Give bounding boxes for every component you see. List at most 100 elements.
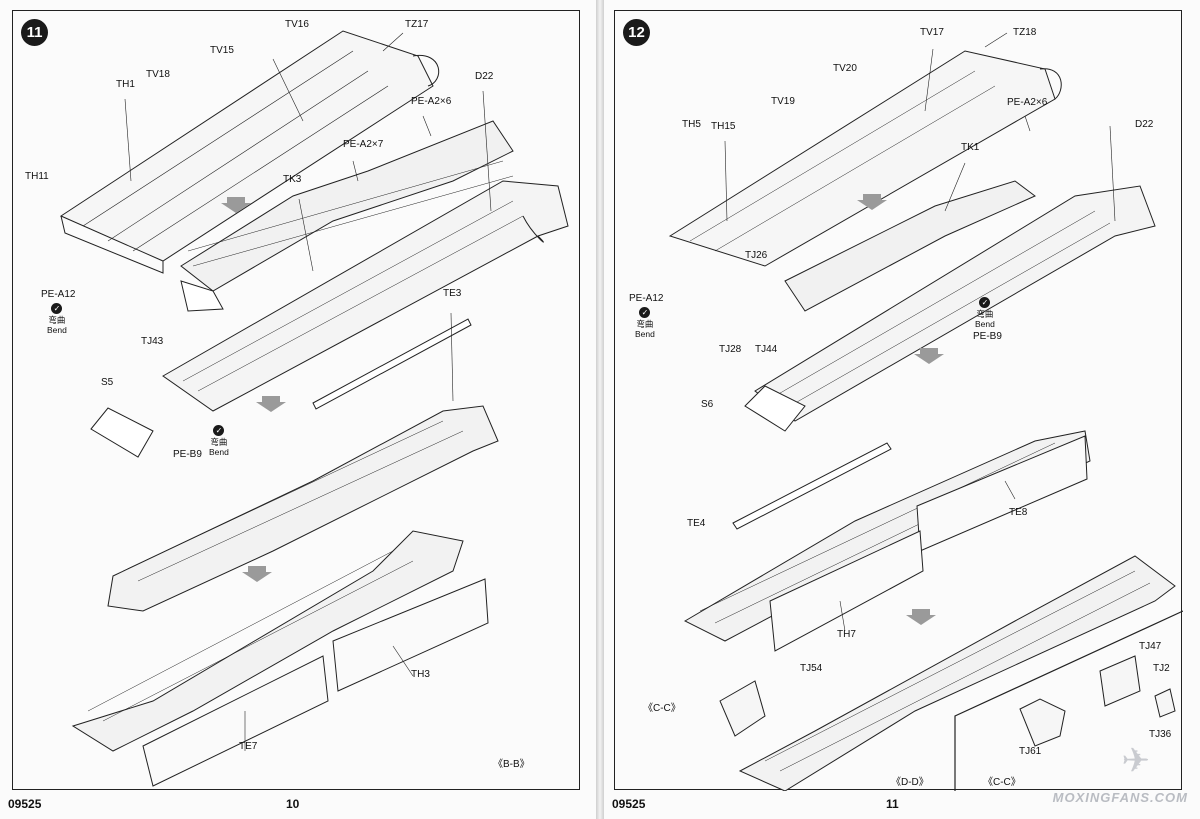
view-label-cc-left: 《C-C》 — [643, 703, 681, 714]
right-step-frame: 12 — [614, 10, 1183, 791]
label-th3: TH3 — [411, 669, 430, 680]
right-product-code: 09525 — [612, 797, 646, 811]
label-te8: TE8 — [1009, 507, 1028, 518]
label-tv19: TV19 — [771, 96, 795, 107]
book-spine — [596, 0, 604, 819]
label-pe-b9: PE-B9 — [173, 449, 202, 460]
bend-icon: ✓ — [639, 307, 651, 318]
right-assembly-drawing — [668, 32, 1183, 791]
bend-text-en: Bend — [47, 325, 67, 335]
view-label-bb: 《B-B》 — [493, 759, 530, 770]
bend-note-1: ✓ 弯曲 Bend — [47, 303, 67, 335]
label-pe-a2x7: PE-A2×7 — [343, 139, 384, 150]
label-tj43: TJ43 — [141, 336, 164, 347]
label-tv18: TV18 — [146, 69, 170, 80]
left-page-number: 10 — [286, 797, 300, 811]
label-tk3: TK3 — [283, 174, 302, 185]
hull-mid-tk1 — [784, 180, 1036, 312]
hull-top-th1 — [59, 30, 440, 274]
label-pe-a12: PE-A12 — [41, 289, 76, 300]
label-d22: D22 — [1135, 119, 1154, 130]
hull-stage-4 — [71, 530, 464, 752]
label-tv20: TV20 — [833, 63, 857, 74]
step-11-badge: 11 — [21, 19, 48, 46]
inset-divider — [954, 610, 1183, 791]
down-arrow-2 — [256, 396, 286, 412]
hull-lower-assembly — [754, 185, 1156, 422]
label-pe-b9: PE-B9 — [973, 331, 1002, 342]
right-page-number: 11 — [886, 797, 899, 811]
part-tj2 — [1154, 688, 1176, 718]
part-tj47 — [1099, 655, 1141, 707]
bend-text-cn: 弯曲 — [636, 319, 654, 329]
bend-text-en: Bend — [975, 319, 995, 329]
down-arrow-2 — [914, 348, 944, 364]
left-page: 11 — [0, 0, 596, 819]
down-arrow-1 — [221, 197, 251, 213]
bend-note-1: ✓ 弯曲 Bend — [635, 307, 655, 339]
label-tj36: TJ36 — [1149, 729, 1172, 740]
hull-mid-tk3 — [180, 120, 514, 312]
bend-text-cn: 弯曲 — [48, 315, 66, 325]
label-th11: TH11 — [25, 171, 49, 182]
label-tz18: TZ18 — [1013, 27, 1037, 38]
label-th5: TH5 — [682, 119, 701, 130]
down-arrow-3 — [906, 609, 936, 625]
label-tj47: TJ47 — [1139, 641, 1162, 652]
label-tz17: TZ17 — [405, 19, 429, 30]
down-arrow-1 — [857, 194, 887, 210]
bend-icon: ✓ — [51, 303, 63, 314]
label-pe-a2x6: PE-A2×6 — [411, 96, 452, 107]
part-te4-rail — [732, 442, 892, 530]
bend-text-cn: 弯曲 — [976, 309, 994, 319]
label-d22: D22 — [475, 71, 494, 82]
part-th7-panel — [769, 530, 924, 652]
label-tj54: TJ54 — [800, 663, 823, 674]
label-th7: TH7 — [837, 629, 856, 640]
label-tv17: TV17 — [920, 27, 944, 38]
label-tj61: TJ61 — [1019, 746, 1042, 757]
left-product-code: 09525 — [8, 797, 42, 811]
hull-stage-3 — [107, 405, 499, 612]
view-label-cc-inset: 《C-C》 — [983, 777, 1021, 788]
label-th15: TH15 — [711, 121, 736, 132]
part-th3-panel — [332, 578, 489, 692]
part-s6-plate — [744, 385, 806, 432]
part-tj61 — [1019, 698, 1066, 747]
part-te3-rail — [312, 318, 472, 410]
label-tj28: TJ28 — [719, 344, 742, 355]
label-te7: TE7 — [239, 741, 258, 752]
hull-stage-4 — [738, 555, 1176, 791]
bend-note-2: ✓ 弯曲 Bend — [975, 297, 995, 329]
watermark-text: MOXINGFANS.COM — [1052, 790, 1188, 805]
part-cc-block — [719, 680, 766, 737]
label-tk1: TK1 — [961, 142, 980, 153]
hull-lower-assembly — [162, 180, 569, 412]
right-page: 12 — [604, 0, 1200, 819]
part-te7-panel — [142, 655, 329, 787]
left-step-frame: 11 — [12, 10, 580, 790]
label-pe-a12: PE-A12 — [629, 293, 664, 304]
label-tj26: TJ26 — [745, 250, 768, 261]
label-te4: TE4 — [687, 518, 706, 529]
step-12-badge: 12 — [623, 19, 650, 46]
bend-icon: ✓ — [213, 425, 225, 436]
label-s5: S5 — [101, 377, 114, 388]
bend-text-en: Bend — [209, 447, 229, 457]
watermark-plane-icon: ✈ — [1121, 742, 1151, 780]
label-te3: TE3 — [443, 288, 462, 299]
label-s6: S6 — [701, 399, 714, 410]
view-label-dd: 《D-D》 — [891, 777, 929, 788]
label-tv15: TV15 — [210, 45, 234, 56]
label-th1: TH1 — [116, 79, 135, 90]
label-tv16: TV16 — [285, 19, 309, 30]
bend-note-2: ✓ 弯曲 Bend — [209, 425, 229, 457]
bend-text-cn: 弯曲 — [210, 437, 228, 447]
label-pe-a2x6: PE-A2×6 — [1007, 97, 1048, 108]
bend-text-en: Bend — [635, 329, 655, 339]
bend-icon: ✓ — [979, 297, 991, 308]
down-arrow-3 — [242, 566, 272, 582]
label-tj2: TJ2 — [1153, 663, 1170, 674]
hull-top-th15 — [668, 50, 1062, 267]
part-s5-plate — [90, 407, 154, 458]
